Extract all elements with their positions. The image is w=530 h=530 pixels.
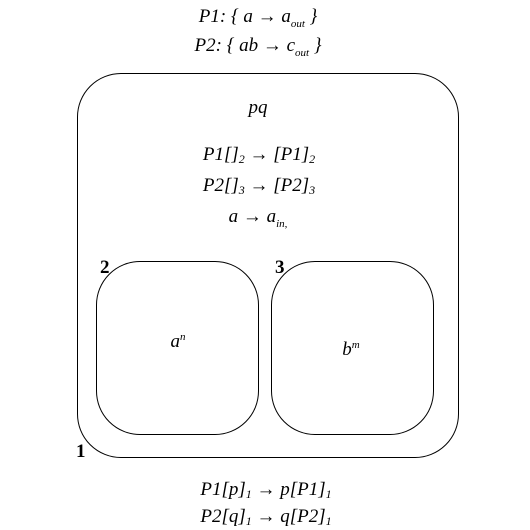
program-p2-rule: P2: { ab → cout } — [195, 36, 322, 59]
program-p2-rhs: c — [286, 35, 296, 56]
bottom-rule-p1-rhs: p[P1] — [280, 479, 326, 500]
skin-rule-p1-lhs-sub: 2 — [238, 152, 245, 166]
program-p1-close: } — [304, 6, 318, 27]
arrow-icon: → — [249, 144, 269, 165]
program-p2-separator: : { — [215, 35, 240, 56]
skin-rule-p1-rhs: [P1] — [273, 144, 310, 165]
program-p1-separator: : { — [219, 6, 244, 27]
arrow-icon: → — [257, 6, 277, 27]
membrane-2-content: an — [170, 331, 186, 352]
skin-rule-p1-rhs-sub: 2 — [309, 152, 316, 166]
program-p1-rule: P1: { a → aout } — [199, 7, 317, 30]
arrow-icon: → — [256, 506, 276, 527]
membrane-3-multiplicity: m — [351, 339, 360, 351]
bottom-rule-p2-rhs: q[P2] — [280, 506, 326, 527]
bottom-rule-p1-lhs-sub: 1 — [245, 487, 252, 501]
arrow-icon: → — [262, 35, 282, 56]
membrane-3 — [271, 261, 434, 435]
bottom-rule-p1: P1[p]1 → p[P1]1 — [200, 480, 331, 500]
arrow-icon: → — [249, 175, 269, 196]
skin-membrane — [77, 73, 459, 458]
skin-membrane-label: 1 — [76, 441, 86, 462]
program-p2-close: } — [309, 35, 322, 56]
skin-rule-a-in: a → ain, — [229, 207, 288, 230]
membrane-3-content: bm — [342, 339, 360, 360]
skin-rule-a-lhs: a — [228, 206, 239, 227]
membrane-2-multiplicity: n — [180, 331, 186, 343]
bottom-rule-p2-lhs-sub: 1 — [245, 514, 252, 528]
skin-rule-p1: P1[]2 → [P1]2 — [203, 145, 315, 165]
membrane-2-label: 2 — [100, 257, 110, 278]
program-p1-lhs: a — [243, 6, 253, 27]
program-p1-name: P1 — [198, 6, 220, 27]
arrow-icon: → — [242, 206, 262, 227]
bottom-rule-p2: P2[q]1 → q[P2]1 — [200, 507, 331, 527]
skin-rule-p2-lhs-sub: 3 — [238, 183, 245, 197]
skin-rule-p1-lhs: P1[] — [202, 144, 239, 165]
arrow-icon: → — [256, 479, 276, 500]
program-p2-lhs: ab — [239, 35, 259, 56]
skin-rule-p2-lhs: P2[] — [202, 175, 239, 196]
bottom-rule-p2-rhs-sub: 1 — [325, 514, 332, 528]
program-p2-name: P2 — [194, 35, 216, 56]
membrane-2 — [96, 261, 259, 435]
skin-rule-a-rhs-sub: in, — [276, 218, 288, 230]
membrane-3-label: 3 — [275, 257, 285, 278]
bottom-rule-p1-rhs-sub: 1 — [325, 487, 332, 501]
bottom-rule-p1-lhs: P1[p] — [200, 479, 246, 500]
skin-rule-a-rhs: a — [266, 206, 277, 227]
skin-rule-p2: P2[]3 → [P2]3 — [203, 176, 315, 196]
program-p1-rhs-sub: out — [290, 18, 305, 30]
bottom-rule-p2-lhs: P2[q] — [200, 506, 246, 527]
membrane-2-object: a — [170, 331, 181, 352]
membrane-3-object: b — [342, 339, 352, 360]
program-p1-rhs: a — [281, 6, 291, 27]
program-p2-rhs-sub: out — [295, 47, 310, 59]
skin-rule-p2-rhs: [P2] — [273, 175, 310, 196]
skin-rule-p2-rhs-sub: 3 — [309, 183, 316, 197]
skin-content: pq — [248, 97, 268, 118]
